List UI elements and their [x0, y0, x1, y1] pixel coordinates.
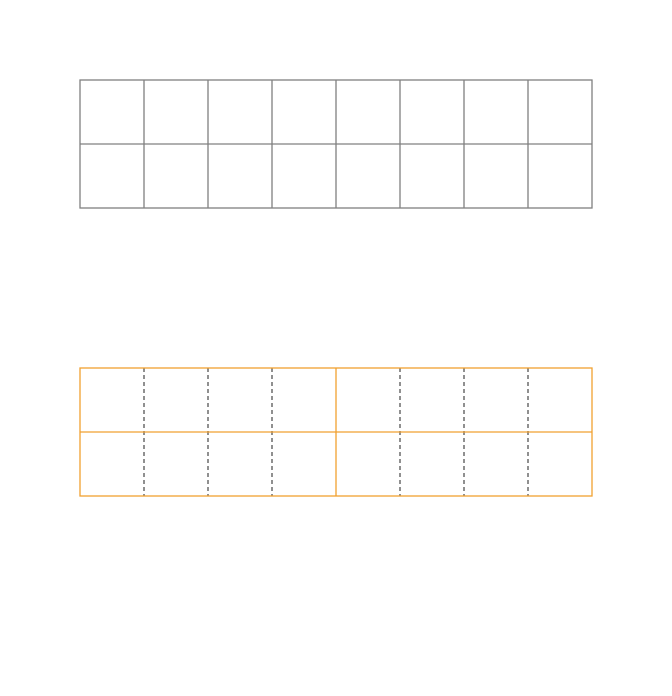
- top-grid: [79, 79, 593, 209]
- bottom-grid: [79, 367, 593, 497]
